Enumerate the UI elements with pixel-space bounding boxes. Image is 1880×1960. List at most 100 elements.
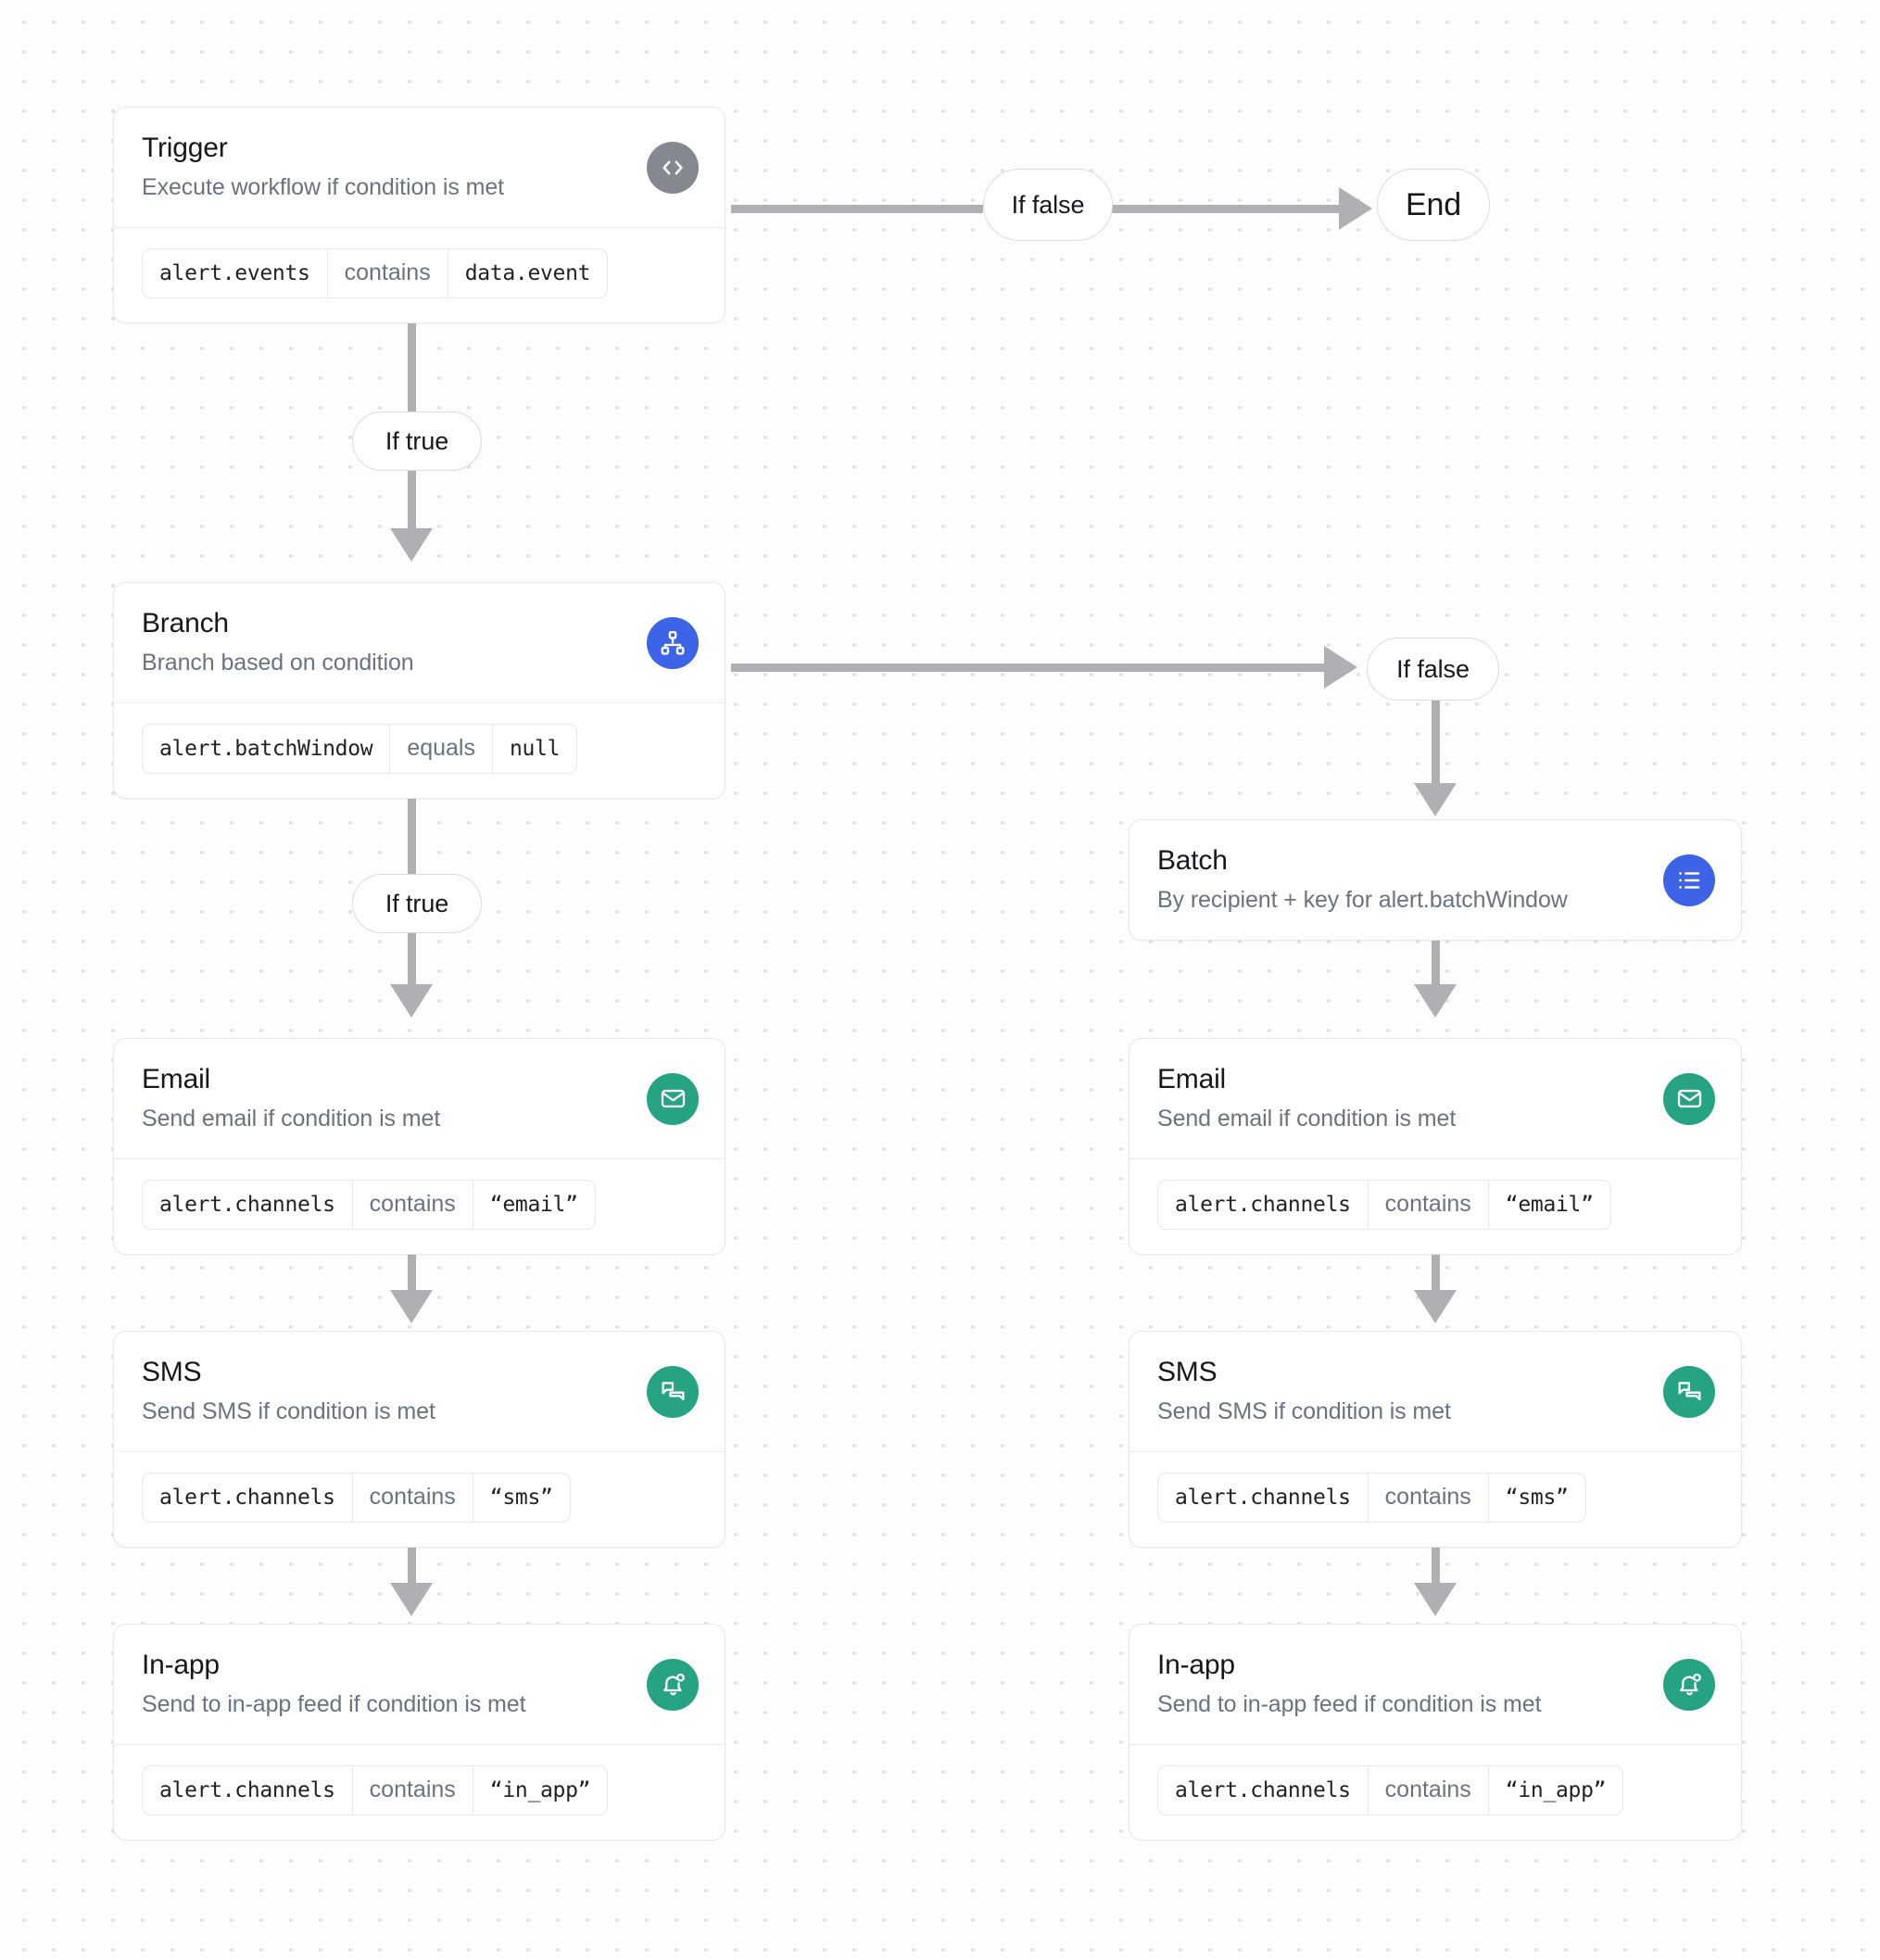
edge-iffalse-to-end <box>1112 205 1339 213</box>
condition-value: “email” <box>472 1181 595 1229</box>
chat-bubbles-icon <box>1663 1365 1715 1418</box>
condition-value: data.event <box>447 249 607 297</box>
node-email-left-subtitle: Send email if condition is met <box>142 1106 441 1132</box>
node-batch[interactable]: Batch By recipient + key for alert.batch… <box>1129 819 1742 942</box>
node-sms-left[interactable]: SMS Send SMS if condition is met alert.c… <box>113 1331 726 1548</box>
label-branch-if-false[interactable]: If false <box>1367 638 1499 701</box>
edge-branch-to-iftrue <box>408 774 416 874</box>
arrowhead-to-sms-right <box>1414 1290 1457 1323</box>
node-sms-right[interactable]: SMS Send SMS if condition is met alert.c… <box>1129 1331 1742 1548</box>
node-inapp-left-body: alert.channels contains “in_app” <box>114 1744 725 1839</box>
condition-value: “sms” <box>472 1473 570 1522</box>
condition-chip[interactable]: alert.channels contains “in_app” <box>1157 1765 1624 1815</box>
arrowhead-to-inapp-left <box>390 1583 433 1616</box>
node-sms-right-header: SMS Send SMS if condition is met <box>1129 1332 1741 1451</box>
condition-field: alert.channels <box>1175 1192 1351 1217</box>
condition-chip[interactable]: alert.channels contains “email” <box>1157 1180 1611 1230</box>
node-email-left-body: alert.channels contains “email” <box>114 1158 725 1253</box>
arrowhead-to-end <box>1339 187 1372 230</box>
condition-operator: contains <box>1367 1766 1488 1815</box>
node-sms-right-title: SMS <box>1157 1357 1218 1387</box>
node-inapp-right-body: alert.channels contains “in_app” <box>1129 1744 1741 1839</box>
node-trigger[interactable]: Trigger Execute workflow if condition is… <box>113 107 726 323</box>
node-trigger-header: Trigger Execute workflow if condition is… <box>114 107 725 227</box>
condition-chip[interactable]: alert.channels contains “in_app” <box>142 1765 609 1815</box>
node-inapp-left-header: In-app Send to in-app feed if condition … <box>114 1625 725 1744</box>
label-trigger-if-true[interactable]: If true <box>352 411 482 471</box>
node-inapp-left[interactable]: In-app Send to in-app feed if condition … <box>113 1624 726 1840</box>
edge-batch-to-email-right <box>1432 927 1440 989</box>
node-batch-header: Batch By recipient + key for alert.batch… <box>1129 820 1741 940</box>
condition-chip[interactable]: alert.channels contains “email” <box>142 1180 596 1230</box>
condition-operator: contains <box>351 1181 473 1229</box>
node-inapp-right-header: In-app Send to in-app feed if condition … <box>1129 1625 1741 1744</box>
node-sms-left-title: SMS <box>142 1357 202 1387</box>
edge-iftrue-to-email-left <box>408 931 416 989</box>
condition-value: “in_app” <box>1487 1766 1622 1815</box>
condition-chip[interactable]: alert.channels contains “sms” <box>1157 1473 1586 1523</box>
condition-value: null <box>491 725 576 773</box>
arrowhead-to-branch <box>390 528 433 562</box>
bell-icon <box>647 1658 699 1711</box>
bell-icon <box>1663 1658 1715 1711</box>
condition-chip[interactable]: alert.batchWindow equals null <box>142 724 578 774</box>
edge-trigger-to-iftrue <box>408 310 416 411</box>
edge-sms-to-inapp-right <box>1432 1525 1440 1588</box>
condition-chip[interactable]: alert.channels contains “sms” <box>142 1473 571 1523</box>
condition-field: alert.channels <box>159 1777 335 1802</box>
condition-operator: contains <box>1367 1181 1488 1229</box>
condition-field: alert.batchWindow <box>159 736 373 761</box>
envelope-icon <box>1663 1072 1715 1125</box>
edge-trigger-to-iffalse <box>731 205 983 213</box>
condition-operator: contains <box>1367 1473 1488 1522</box>
condition-value: “email” <box>1487 1181 1610 1229</box>
condition-value: “in_app” <box>472 1766 607 1815</box>
node-trigger-body: alert.events contains data.event <box>114 227 725 322</box>
condition-operator: contains <box>326 249 448 297</box>
node-inapp-right[interactable]: In-app Send to in-app feed if condition … <box>1129 1624 1742 1840</box>
node-sms-right-body: alert.channels contains “sms” <box>1129 1451 1741 1546</box>
condition-value: “sms” <box>1487 1473 1585 1522</box>
condition-field: alert.channels <box>1175 1485 1351 1510</box>
node-email-right[interactable]: Email Send email if condition is met ale… <box>1129 1038 1742 1255</box>
node-sms-right-subtitle: Send SMS if condition is met <box>1157 1398 1451 1425</box>
label-branch-if-false-text: If false <box>1396 654 1470 683</box>
edge-iftrue-to-branch <box>408 471 416 534</box>
label-trigger-if-false[interactable]: If false <box>983 169 1113 241</box>
condition-field: alert.channels <box>159 1192 335 1217</box>
condition-operator: equals <box>389 725 492 773</box>
node-trigger-subtitle: Execute workflow if condition is met <box>142 174 505 201</box>
edge-branch-to-iffalse <box>731 664 1324 672</box>
arrowhead-to-email-right <box>1414 984 1457 1018</box>
node-branch[interactable]: Branch Branch based on condition alert.b… <box>113 582 726 799</box>
node-end[interactable]: End <box>1377 169 1490 241</box>
node-batch-subtitle: By recipient + key for alert.batchWindow <box>1157 887 1568 914</box>
condition-field: alert.channels <box>159 1485 335 1510</box>
condition-chip[interactable]: alert.events contains data.event <box>142 248 609 298</box>
label-trigger-if-false-text: If false <box>1011 190 1085 219</box>
label-branch-if-true[interactable]: If true <box>352 874 482 933</box>
condition-operator: contains <box>351 1473 473 1522</box>
node-sms-left-subtitle: Send SMS if condition is met <box>142 1398 435 1425</box>
condition-field: alert.channels <box>1175 1777 1351 1802</box>
edge-sms-to-inapp-left <box>408 1525 416 1588</box>
node-inapp-left-subtitle: Send to in-app feed if condition is met <box>142 1691 526 1718</box>
edge-iffalse-to-batch <box>1432 700 1440 788</box>
node-email-left-title: Email <box>142 1064 211 1094</box>
envelope-icon <box>647 1072 699 1125</box>
node-batch-title: Batch <box>1157 845 1228 876</box>
node-inapp-right-title: In-app <box>1157 1650 1235 1680</box>
edge-email-to-sms-right <box>1432 1233 1440 1296</box>
node-inapp-right-subtitle: Send to in-app feed if condition is met <box>1157 1691 1542 1718</box>
node-email-left[interactable]: Email Send email if condition is met ale… <box>113 1038 726 1255</box>
edge-email-to-sms-left <box>408 1233 416 1296</box>
list-icon <box>1663 854 1715 906</box>
node-trigger-title: Trigger <box>142 133 228 163</box>
node-email-left-header: Email Send email if condition is met <box>114 1039 725 1158</box>
code-icon <box>647 141 699 194</box>
arrowhead-to-inapp-right <box>1414 1583 1457 1616</box>
node-email-right-subtitle: Send email if condition is met <box>1157 1106 1457 1132</box>
node-branch-header: Branch Branch based on condition <box>114 583 725 702</box>
node-sms-left-body: alert.channels contains “sms” <box>114 1451 725 1546</box>
